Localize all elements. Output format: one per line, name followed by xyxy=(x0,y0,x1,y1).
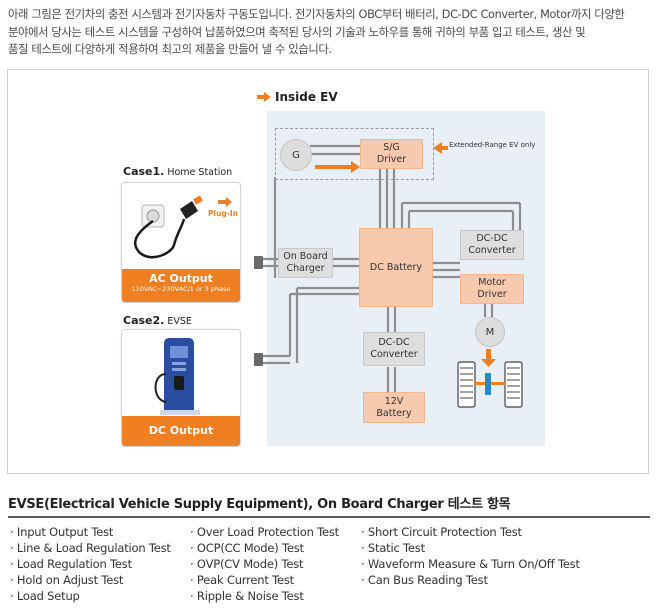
sg-driver-label: S/G Driver xyxy=(376,142,407,165)
intro-line-3: 품질 테스트에 다양하게 적용하여 최고의 제품을 만들어 낼 수 있습니다. xyxy=(8,43,332,56)
dc-battery-label: DC Battery xyxy=(369,261,423,273)
case2-card: DC Output xyxy=(121,329,241,447)
inside-ev-heading: Inside EV xyxy=(257,90,338,104)
intro-line-1: 아래 그림은 전기차의 충전 시스템과 전기자동차 구동도입니다. 전기자동차의… xyxy=(8,8,625,21)
test-items-column-2: Over Load Protection Test OCP(CC Mode) T… xyxy=(190,524,339,604)
test-item: Input Output Test xyxy=(10,524,171,540)
dc-output-banner: DC Output xyxy=(122,416,240,446)
evse-image xyxy=(122,330,240,416)
diagram-wires xyxy=(254,142,523,408)
motor-driver-label: Motor Driver xyxy=(477,277,507,300)
on-board-charger-label: On Board Charger xyxy=(283,251,328,274)
test-items-column-3: Short Circuit Protection Test Static Tes… xyxy=(361,524,580,588)
test-item: Can Bus Reading Test xyxy=(361,572,580,588)
test-item: Hold on Adjust Test xyxy=(10,572,171,588)
dcdc-converter-bottom-box: DC-DC Converter xyxy=(363,332,425,366)
test-item: Line & Load Regulation Test xyxy=(10,540,171,556)
plug-in-label: Plug-In xyxy=(208,209,239,218)
section-divider xyxy=(8,516,650,518)
test-item: Ripple & Noise Test xyxy=(190,588,339,604)
case1-title: Case1. xyxy=(123,165,165,178)
dcdc-top-label: DC-DC Converter xyxy=(468,233,516,256)
battery-12v-label: 12V Battery xyxy=(376,395,412,419)
test-item: Short Circuit Protection Test xyxy=(361,524,580,540)
dc-battery-box: DC Battery xyxy=(359,228,433,307)
case2-label: Case2.EVSE xyxy=(123,314,192,327)
dcdc-bottom-label: DC-DC Converter xyxy=(370,337,418,360)
home-charger-image: Plug-In xyxy=(122,183,240,269)
test-item: OVP(CV Mode) Test xyxy=(190,556,339,572)
test-item: Waveform Measure & Turn On/Off Test xyxy=(361,556,580,572)
generator-label: G xyxy=(292,149,300,161)
case1-label: Case1.Home Station xyxy=(123,165,232,178)
on-board-charger-box: On Board Charger xyxy=(278,248,333,278)
sg-driver-box: S/G Driver xyxy=(360,139,423,169)
case2-subtitle: EVSE xyxy=(167,316,192,327)
ac-output-label: AC Output xyxy=(149,272,213,285)
inside-ev-title: Inside EV xyxy=(275,90,338,104)
test-item: Load Regulation Test xyxy=(10,556,171,572)
motor: M xyxy=(475,317,505,347)
extended-range-frame xyxy=(275,128,434,180)
test-item: Load Setup xyxy=(10,588,171,604)
test-items-title: EVSE(Electrical Vehicle Supply Equipment… xyxy=(8,497,511,512)
ev-system-diagram: Inside EV xyxy=(7,69,649,474)
evse-charger-icon xyxy=(154,338,200,415)
test-item: OCP(CC Mode) Test xyxy=(190,540,339,556)
dcdc-converter-top-box: DC-DC Converter xyxy=(460,230,524,260)
intro-line-2: 분야에서 당사는 테스트 시스템을 구성하여 납품하였으며 축적된 당사의 기술… xyxy=(8,25,586,39)
intro-text: 아래 그림은 전기차의 충전 시스템과 전기자동차 구동도입니다. 전기자동차의… xyxy=(8,6,653,59)
extended-range-note: Extended-Range EV only xyxy=(449,141,536,149)
dc-output-label: DC Output xyxy=(148,424,214,437)
home-charger-icon xyxy=(133,195,232,259)
case1-card: Plug-In AC Output 110VAC~230VAC/1 or 3 p… xyxy=(121,182,241,303)
test-item: Over Load Protection Test xyxy=(190,524,339,540)
motor-driver-box: Motor Driver xyxy=(460,274,524,304)
ac-output-banner: AC Output 110VAC~230VAC/1 or 3 phase xyxy=(122,269,240,302)
case1-subtitle: Home Station xyxy=(167,167,233,178)
ac-output-spec: 110VAC~230VAC/1 or 3 phase xyxy=(131,285,231,293)
arrow-right-icon xyxy=(257,92,271,102)
case2-title: Case2. xyxy=(123,314,165,327)
generator: G xyxy=(280,139,312,171)
test-item: Static Test xyxy=(361,540,580,556)
test-items-column-1: Input Output Test Line & Load Regulation… xyxy=(10,524,171,604)
test-item: Peak Current Test xyxy=(190,572,339,588)
battery-12v-box: 12V Battery xyxy=(363,392,425,423)
motor-label: M xyxy=(485,326,495,338)
